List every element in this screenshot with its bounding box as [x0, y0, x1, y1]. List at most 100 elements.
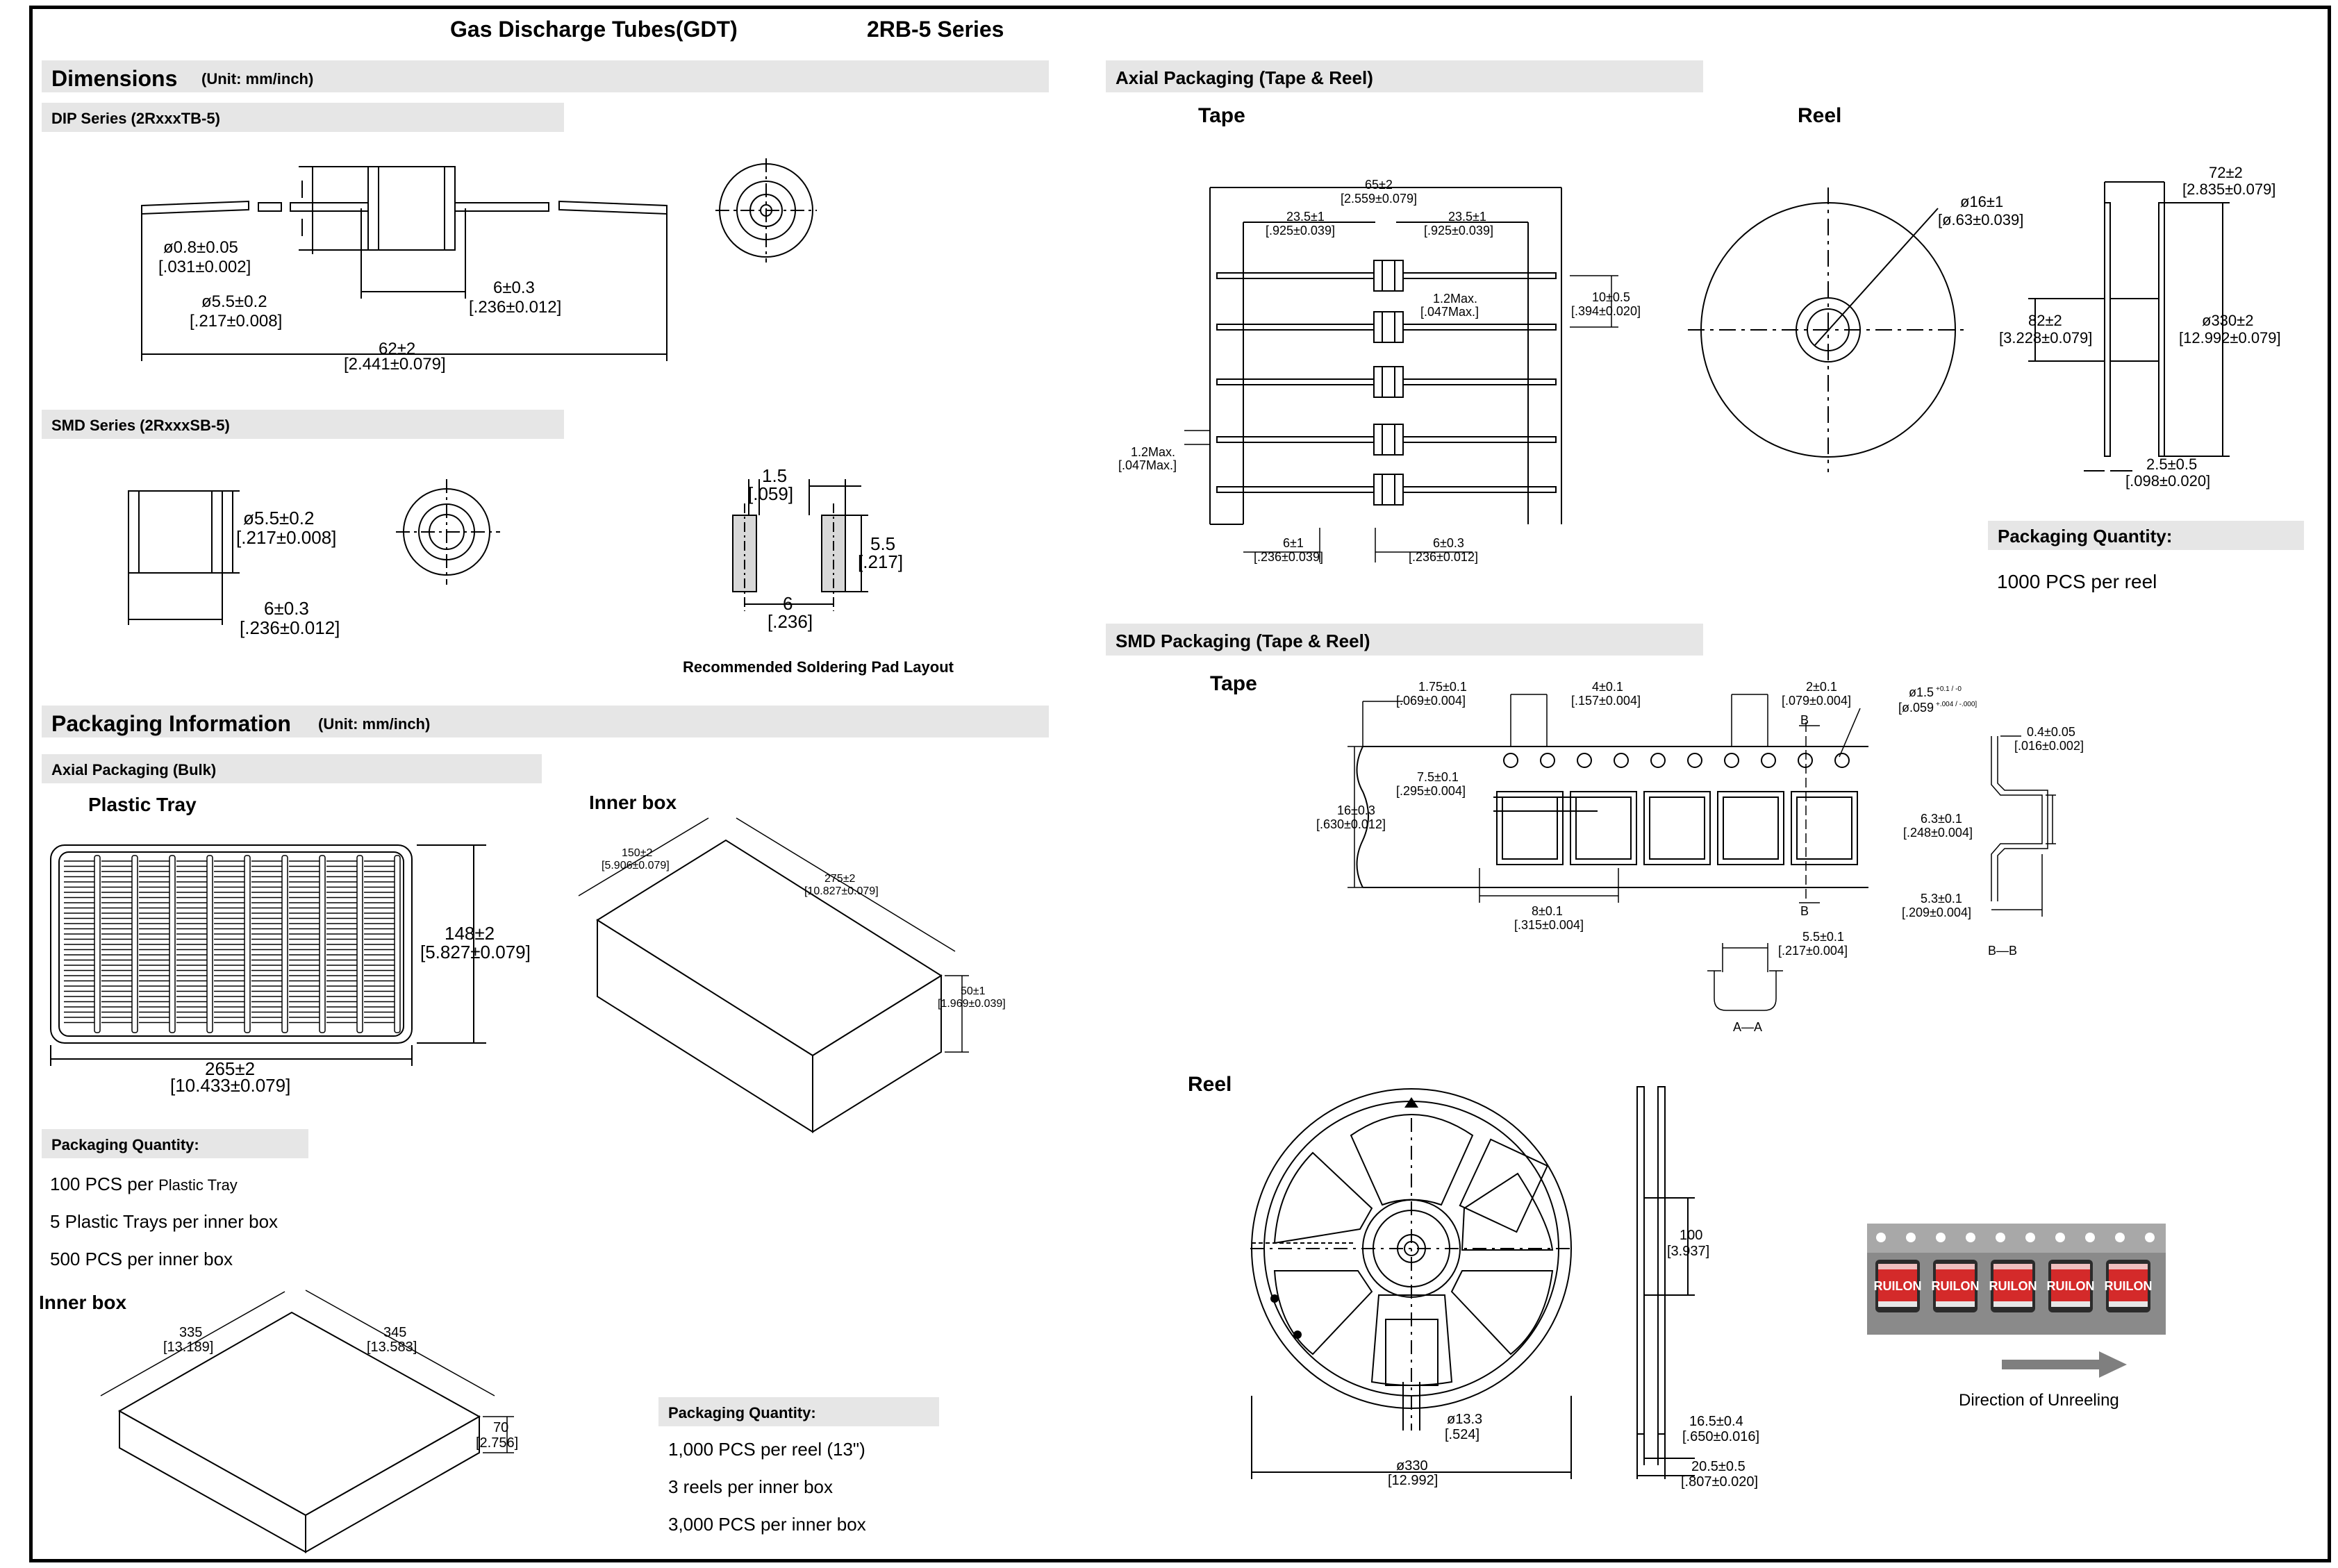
dimensions-unit: (Unit: mm/inch) — [201, 70, 314, 87]
st-d10-in: [.248±0.004] — [1903, 826, 1973, 840]
smd-tr-bar: SMD Packaging (Tape & Reel) — [1106, 624, 1703, 656]
smd-bar: SMD Series (2RxxxSB-5) — [42, 410, 564, 439]
st-d11: 5.3±0.1 — [1921, 892, 1962, 906]
gdt-part — [1993, 1264, 2032, 1307]
axial-qty-bar: Packaging Quantity: — [1988, 521, 2304, 550]
gdt-part-cap — [1936, 1301, 1975, 1307]
tray-divider — [94, 855, 101, 1033]
dip-total-len-in: [2.441±0.079] — [344, 355, 446, 374]
at-max2-in: [.047Max.] — [1118, 458, 1177, 472]
ar-width-in: [2.835±0.079] — [2182, 181, 2275, 198]
pad-width-in: [.059] — [748, 483, 793, 504]
st-d8-in: [.217±0.004] — [1778, 944, 1848, 958]
bulk-qty-heading: Packaging Quantity: — [51, 1136, 199, 1153]
sr-w2: 20.5±0.5 — [1691, 1459, 1746, 1474]
ar-flange: 2.5±0.5 — [2146, 456, 2197, 473]
unreel-arrow-icon — [2002, 1351, 2127, 1378]
tape-hole — [2025, 1233, 2035, 1242]
tape-hole — [1936, 1233, 1946, 1242]
st-d11-in: [.209±0.004] — [1902, 906, 1971, 919]
smd-body-dia: ø5.5±0.2 — [243, 508, 314, 528]
tape-pocket-inner — [1723, 796, 1779, 860]
st-d4-in-tol: +.004 / -.000] — [1936, 701, 1977, 708]
ar-hub-in: [3.228±0.079] — [1999, 329, 2092, 347]
ar-flange-in: [.098±0.020] — [2125, 472, 2210, 490]
smd-tr-heading: SMD Packaging (Tape & Reel) — [1116, 631, 1370, 651]
axial-part — [1373, 424, 1404, 456]
at-left: 23.5±1 — [1286, 210, 1325, 224]
reel-qty-bar: Packaging Quantity: — [658, 1397, 939, 1426]
sr-100: 100 — [1680, 1228, 1702, 1243]
gdt-part-cap — [1936, 1264, 1975, 1269]
axial-reel-label: Reel — [1798, 104, 1842, 127]
gdt-part-cap — [2109, 1301, 2148, 1307]
bulk-qty-1: 100 PCS per Plastic Tray — [50, 1174, 238, 1195]
st-d6-in: [.630±0.012] — [1316, 817, 1386, 831]
tray-divider — [169, 855, 176, 1033]
dip-total-len: 62±2 — [379, 340, 415, 358]
reel-qty-1: 1,000 PCS per reel (13") — [668, 1439, 865, 1460]
st-section-bb: B—B — [1988, 944, 2017, 958]
st-d3: 2±0.1 — [1806, 680, 1837, 694]
at-max1: 1.2Max. — [1433, 292, 1477, 306]
bulk-bar: Axial Packaging (Bulk) — [42, 754, 542, 783]
sprocket-hole — [1614, 753, 1629, 768]
pad-height-in: [.217] — [858, 551, 903, 572]
gdt-part-cap — [1878, 1301, 1917, 1307]
st-d1: 1.75±0.1 — [1418, 680, 1467, 694]
innerbox1-drawing: 150±2 [5.906±0.079] 275±2 [10.827±0.079]… — [578, 817, 1006, 1133]
innerbox2-drawing: 335 [13.189] 345 [13.583] 70 [2.756] — [100, 1290, 518, 1553]
tray-divider — [394, 855, 401, 1033]
sr-w2-in: [.807±0.020] — [1681, 1474, 1758, 1490]
tray-height: 148±2 — [445, 923, 495, 944]
innerbox1-label: Inner box — [589, 792, 677, 813]
reel-qty-2: 3 reels per inner box — [668, 1476, 834, 1497]
st-d1-in: [.069±0.004] — [1396, 694, 1466, 708]
sr-hub-in: [.524] — [1445, 1427, 1479, 1442]
at-pitch: 10±0.5 — [1592, 290, 1630, 304]
tape-pocket — [1717, 791, 1784, 865]
pad-width: 1.5 — [762, 465, 787, 486]
gdt-part — [2051, 1264, 2090, 1307]
st-d8: 5.5±0.1 — [1802, 930, 1844, 944]
smd-drawing: ø5.5±0.2 [.217±0.008] 6±0.3 [.236±0.012]… — [128, 465, 903, 638]
smd-body-len-in: [.236±0.012] — [240, 617, 340, 638]
st-mark-b-top: B — [1800, 713, 1809, 727]
ib1-c: 50±1 — [961, 985, 986, 997]
pad-caption: Recommended Soldering Pad Layout — [683, 658, 954, 676]
sr-100-in: [3.937] — [1667, 1244, 1709, 1259]
axial-tr-bar: Axial Packaging (Tape & Reel) — [1106, 60, 1703, 92]
sprocket-hole — [1798, 753, 1813, 768]
at-b2-in: [.236±0.012] — [1409, 550, 1478, 564]
ib1-a-in: [5.906±0.079] — [602, 860, 670, 871]
ar-width: 72±2 — [2209, 164, 2243, 181]
tape-hole — [2115, 1233, 2125, 1242]
ib1-a: 150±2 — [622, 847, 652, 859]
at-right-in: [.925±0.039] — [1424, 224, 1493, 237]
tape-pocket — [1570, 791, 1637, 865]
dimensions-bar: Dimensions (Unit: mm/inch) — [42, 60, 1049, 92]
tape-hole — [1906, 1233, 1916, 1242]
gdt-brand-text: RUILON — [2047, 1279, 2095, 1293]
gdt-part-cap — [1993, 1301, 2032, 1307]
st-d4-in: [ø.059 — [1898, 701, 1934, 715]
ib1-b-in: [10.827±0.079] — [804, 885, 879, 897]
at-left-in: [.925±0.039] — [1266, 224, 1335, 237]
tray-label: Plastic Tray — [88, 794, 197, 815]
st-d9: 0.4±0.05 — [2027, 725, 2075, 739]
axial-part — [1373, 366, 1404, 398]
sprocket-hole — [1687, 753, 1702, 768]
tape-pocket-inner — [1575, 796, 1632, 860]
dip-heading: DIP Series (2RxxxTB-5) — [51, 110, 220, 127]
sprocket-hole — [1834, 753, 1850, 768]
sprocket-hole — [1761, 753, 1776, 768]
smd-body-dia-in: [.217±0.008] — [236, 527, 336, 548]
at-total: 65±2 — [1365, 178, 1393, 192]
tray-divider — [281, 855, 288, 1033]
sprocket-hole — [1650, 753, 1666, 768]
sr-dia: ø330 — [1396, 1458, 1428, 1474]
tray-height-in: [5.827±0.079] — [420, 942, 531, 962]
st-d6: 16±0.3 — [1337, 803, 1375, 817]
